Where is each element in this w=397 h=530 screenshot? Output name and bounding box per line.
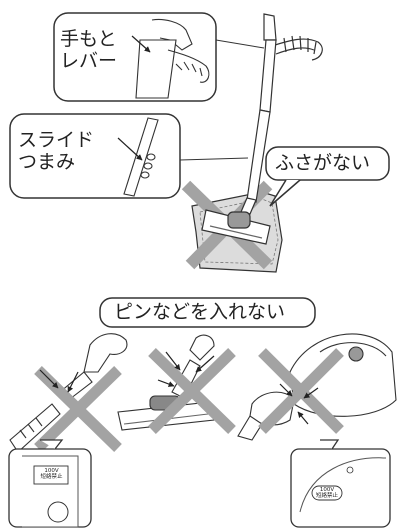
cross-mark-right xyxy=(258,348,344,434)
plate-left-voltage: 100V xyxy=(44,468,59,474)
plate-left-note: 短絡禁止 xyxy=(40,474,63,480)
hose-illustration xyxy=(271,35,323,61)
no-pins-label: ピンなどを入れない xyxy=(114,301,286,323)
slide-knob-label: スライド つまみ xyxy=(18,129,94,173)
cleaner-body-illustration xyxy=(237,333,397,441)
do-not-cover-label: ふさがない xyxy=(275,152,371,174)
hand-grip-illustration xyxy=(135,18,210,99)
do-not-cover-callout xyxy=(265,146,390,181)
vacuum-wand-illustration xyxy=(240,13,277,215)
plate-left: 100V 短絡禁止 xyxy=(35,468,68,480)
plate-right-note: 短絡禁止 xyxy=(315,493,338,499)
slide-knob-label-line1: スライド xyxy=(18,129,95,151)
hand-lever-label-line1: 手もと xyxy=(60,28,117,50)
hand-lever-label-line2: レバー xyxy=(60,50,118,72)
hand-lever-callout xyxy=(53,12,217,102)
cross-mark-middle xyxy=(148,348,236,434)
cross-mark-left xyxy=(34,366,122,452)
hand-lever-label: 手もと レバー xyxy=(60,28,117,72)
floor-nozzle-illustration xyxy=(201,209,271,245)
slide-knob-label-line2: つまみ xyxy=(18,151,76,173)
no-pins-callout xyxy=(99,297,316,328)
plate-right-voltage: 100V xyxy=(319,487,335,493)
plate-right: 100V 短絡禁止 xyxy=(312,487,342,499)
